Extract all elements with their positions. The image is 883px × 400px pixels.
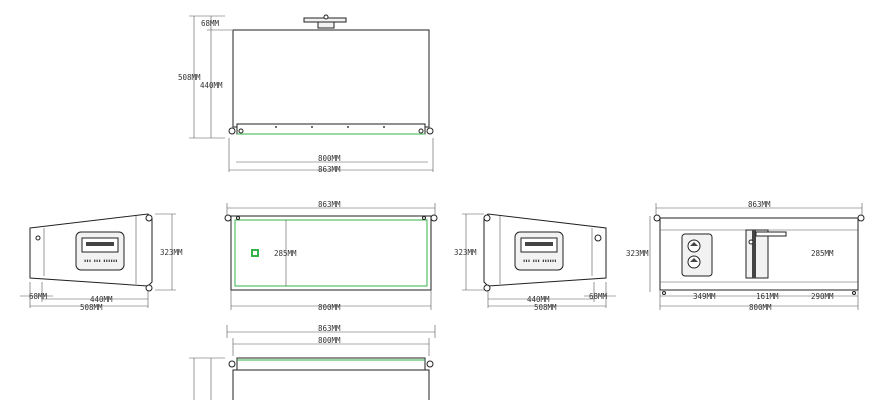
dim-width-total: 863MM (318, 165, 341, 174)
dim-side-left-depth-total: 508MM (80, 303, 103, 312)
dim-rear-width-body: 800MM (749, 303, 772, 312)
dim-side-right-rear: 68MM (589, 292, 608, 301)
top-view-rigging-bar (236, 123, 426, 135)
dim-width-body: 800MM (318, 154, 341, 163)
handle-icon (303, 14, 347, 29)
bottom-view: 863MM 800MM (189, 324, 436, 400)
dim-rear-seg-a: 349MM (693, 292, 716, 301)
dim-bottom-width-body: 800MM (318, 336, 341, 345)
dim-depth-body: 440MM (200, 81, 223, 90)
dim-rear-seg-c: 290MM (811, 292, 834, 301)
front-view-body (230, 215, 432, 291)
top-view-body (232, 29, 430, 128)
top-view: 68MM 508MM 440MM 800MM 863MM (178, 14, 434, 174)
dim-front-height: 285MM (274, 249, 297, 258)
svg-text:▮▮▮ ▮▮▮ ▮▮▮▮▮▮: ▮▮▮ ▮▮▮ ▮▮▮▮▮▮ (523, 258, 557, 263)
dim-side-right-depth-total: 508MM (534, 303, 557, 312)
side-view-left: ▮▮▮ ▮▮▮ ▮▮▮▮▮▮ 323MM 68MM 440MM 508MM (20, 213, 183, 312)
dim-rear-seg-b: 161MM (756, 292, 779, 301)
dim-side-left-rear: 68MM (29, 292, 48, 301)
rear-view: 863MM 323MM 285MM 349MM 161MM 290MM 800M… (626, 200, 865, 312)
dim-rear-width-total: 863MM (748, 200, 771, 209)
bottom-view-body (232, 369, 430, 400)
dim-front-width-body: 800MM (318, 303, 341, 312)
dim-side-right-depth-body: 440MM (527, 295, 550, 304)
dim-side-left-height: 323MM (160, 248, 183, 257)
dim-rear-height-left: 323MM (626, 249, 649, 258)
dim-depth-total: 508MM (178, 73, 201, 82)
dim-rear-height-right: 285MM (811, 249, 834, 258)
rigging-plate (745, 229, 769, 279)
dim-front-width-total: 863MM (318, 200, 341, 209)
dim-side-left-depth-body: 440MM (90, 295, 113, 304)
front-view: 863MM 285MM 800MM (224, 200, 438, 312)
side-view-right: ▮▮▮ ▮▮▮ ▮▮▮▮▮▮ 323MM 440MM 68MM 508MM (454, 213, 616, 312)
dim-side-right-height: 323MM (454, 248, 477, 257)
dim-top-margin: 68MM (201, 19, 220, 28)
front-view-grille (234, 219, 428, 287)
svg-text:▮▮▮ ▮▮▮ ▮▮▮▮▮▮: ▮▮▮ ▮▮▮ ▮▮▮▮▮▮ (84, 258, 118, 263)
dim-bottom-width-total: 863MM (318, 324, 341, 333)
